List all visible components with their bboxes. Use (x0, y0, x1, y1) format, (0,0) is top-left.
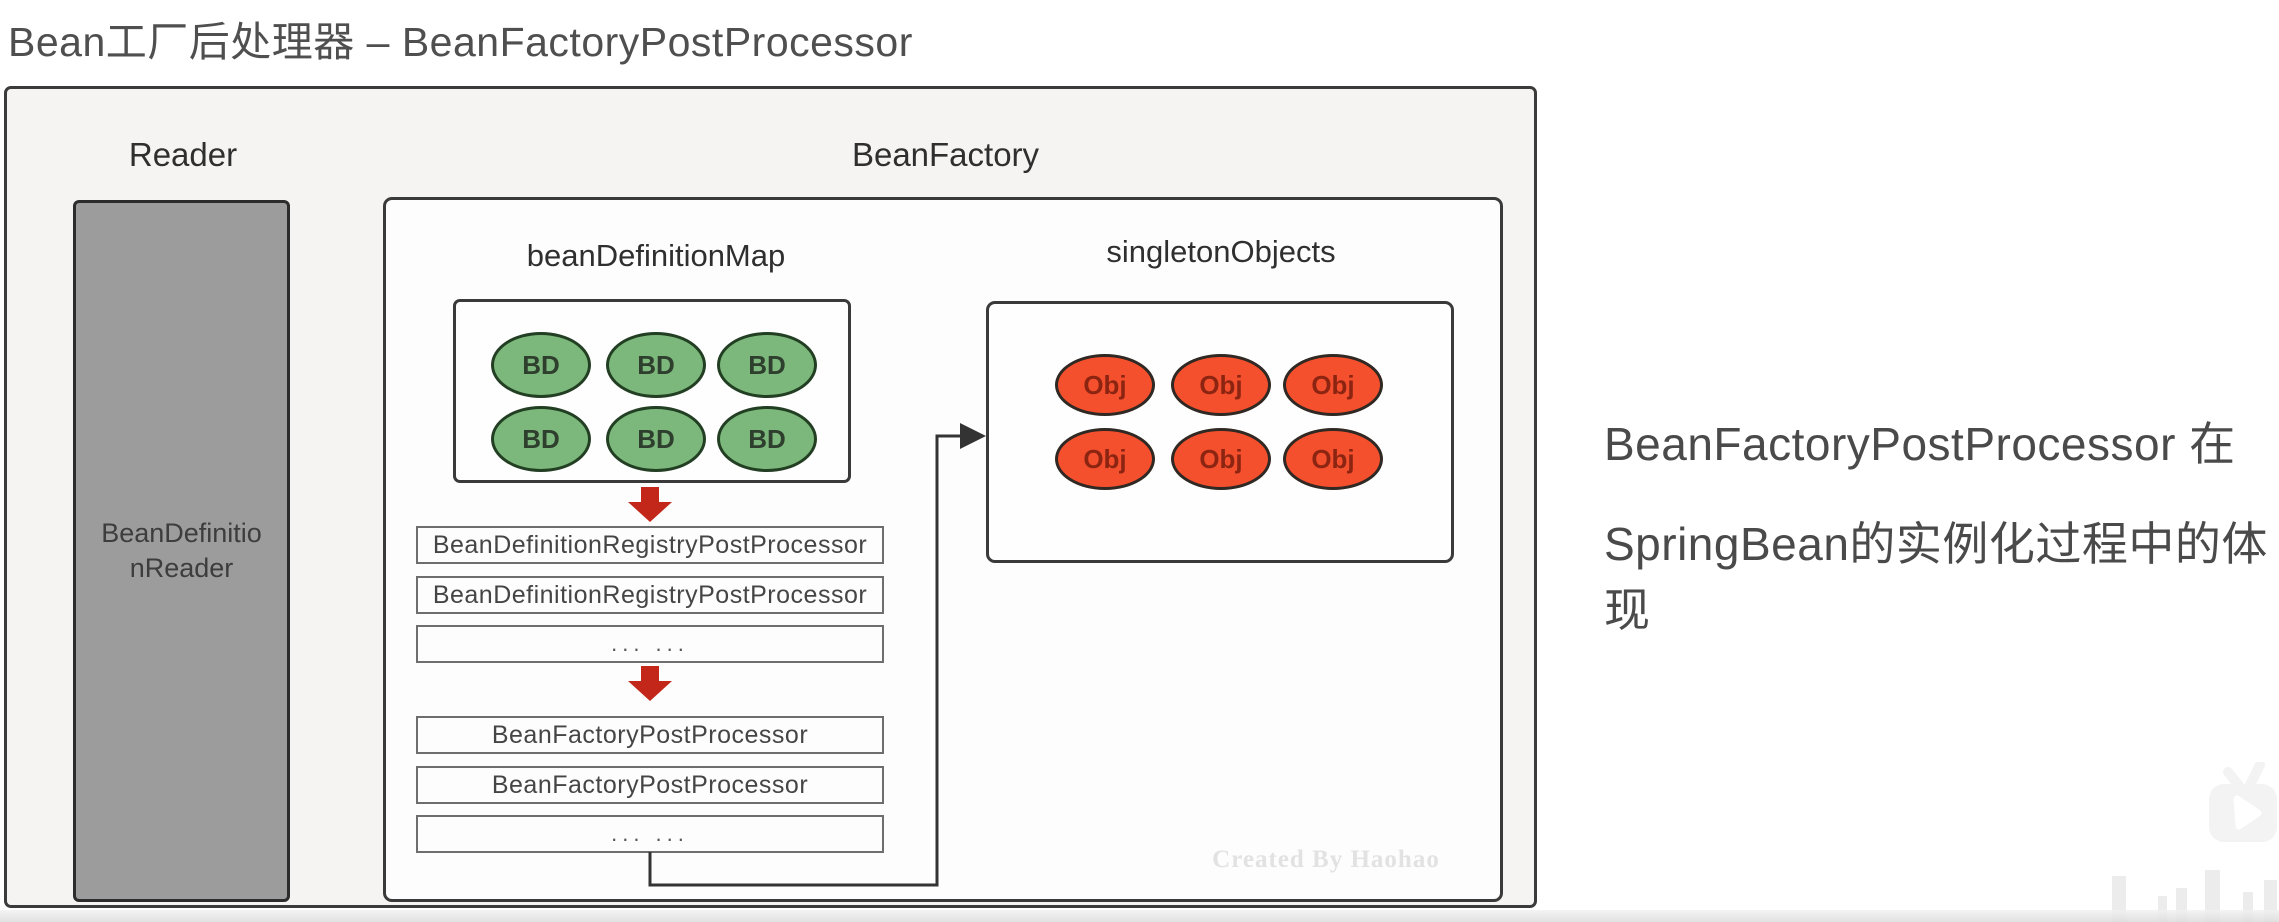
video-player-bottom-strip (0, 910, 2279, 922)
bd-oval: BD (606, 406, 706, 472)
bd-oval: BD (717, 406, 817, 472)
beanfactory-box: beanDefinitionMap singletonObjects BD BD… (383, 197, 1503, 902)
registry-post-processor-box: BeanDefinitionRegistryPostProcessor (416, 576, 884, 614)
beanfactory-section-label: BeanFactory (851, 136, 1040, 173)
bean-definition-map-label: beanDefinitionMap (526, 238, 786, 273)
bd-oval: BD (491, 332, 591, 398)
factory-post-processor-box: BeanFactoryPostProcessor (416, 716, 884, 754)
reader-section-label: Reader (128, 136, 238, 173)
flow-connector-arrow (648, 423, 986, 887)
skyline-watermark-bar (2243, 892, 2253, 922)
obj-oval: Obj (1283, 354, 1383, 416)
annotation-line-2: SpringBean的实例化过程中的体现 (1604, 518, 2268, 636)
bd-oval: BD (717, 332, 817, 398)
obj-oval: Obj (1283, 428, 1383, 490)
tv-play-watermark-icon (2209, 762, 2277, 842)
obj-oval: Obj (1171, 428, 1271, 490)
skyline-watermark-bar (2158, 896, 2167, 922)
bean-definition-reader-text: BeanDefinitio nReader (101, 518, 262, 583)
red-down-arrow-icon (628, 666, 672, 701)
bean-definition-map-box: BD BD BD BD BD BD (453, 299, 851, 483)
page-title: Bean工厂后处理器 – BeanFactoryPostProcessor (8, 19, 913, 65)
bd-oval: BD (491, 406, 591, 472)
singleton-objects-box: Obj Obj Obj Obj Obj Obj (986, 301, 1454, 563)
bd-oval: BD (606, 332, 706, 398)
skyline-watermark-bar (2176, 888, 2187, 922)
factory-post-processor-ellipsis-box: ... ... (416, 815, 884, 853)
obj-oval: Obj (1055, 428, 1155, 490)
registry-post-processor-box: BeanDefinitionRegistryPostProcessor (416, 526, 884, 564)
obj-oval: Obj (1055, 354, 1155, 416)
red-down-arrow-icon (628, 487, 672, 522)
registry-post-processor-ellipsis-box: ... ... (416, 625, 884, 663)
annotation-line-1: BeanFactoryPostProcessor 在 (1604, 418, 2236, 470)
bean-definition-reader-box: BeanDefinitio nReader (73, 200, 290, 902)
skyline-watermark-bar (2205, 870, 2220, 922)
singleton-objects-label: singletonObjects (1106, 234, 1336, 269)
factory-post-processor-box: BeanFactoryPostProcessor (416, 766, 884, 804)
obj-oval: Obj (1171, 354, 1271, 416)
author-watermark: Created By Haohao (1212, 846, 1440, 873)
